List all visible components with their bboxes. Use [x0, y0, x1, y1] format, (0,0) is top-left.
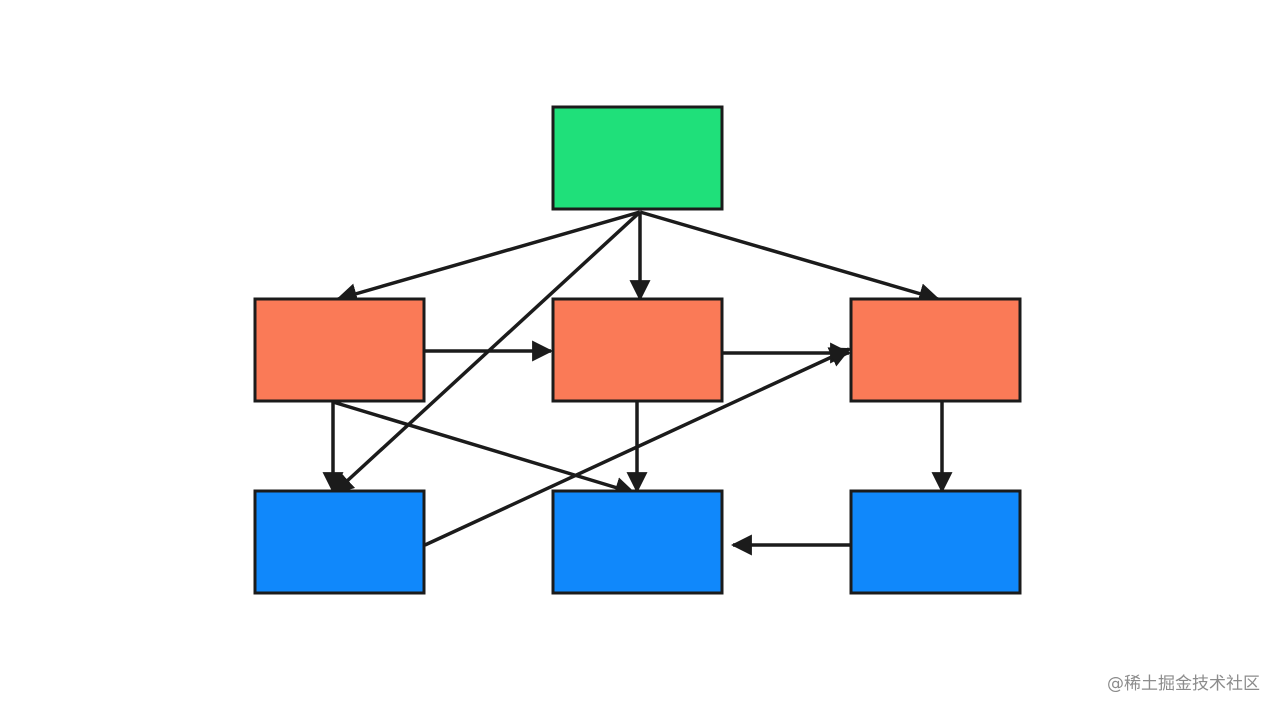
node-box-middle-right: [849, 297, 1022, 403]
watermark-text: @稀土掘金技术社区: [1107, 674, 1260, 694]
edge-arrow-middle-left-to-bottom-center: [332, 400, 637, 498]
node-box-root: [551, 105, 724, 211]
edges-layer: [322, 210, 953, 556]
edge-arrow-root-to-middle-right: [639, 210, 941, 304]
nodes-layer: [253, 105, 1022, 595]
node-box-middle-left: [253, 297, 426, 403]
node-box-middle-center: [551, 297, 724, 403]
node-box-bottom-right: [849, 489, 1022, 595]
node-box-bottom-left: [253, 489, 426, 595]
edge-arrow-root-to-middle-left: [335, 210, 641, 304]
node-box-bottom-center: [551, 489, 724, 595]
edge-arrow-bottom-left-to-middle-right: [424, 347, 851, 547]
